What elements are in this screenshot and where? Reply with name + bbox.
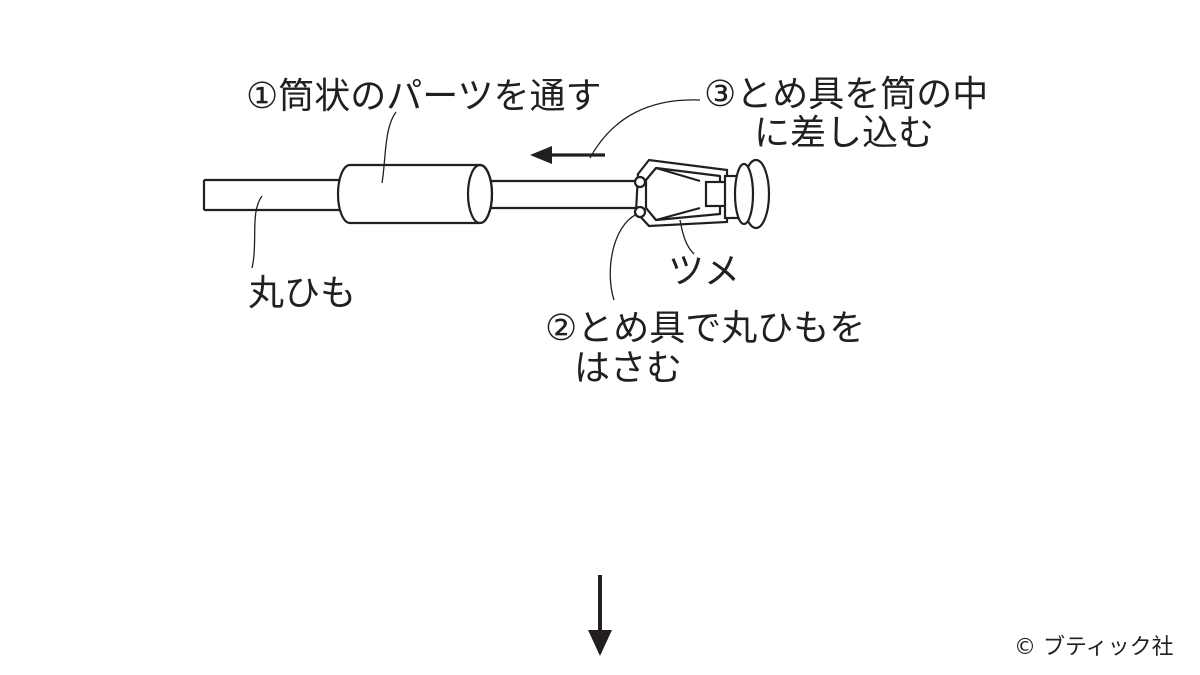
- leader-lines: [251, 99, 701, 301]
- label-step-3-line-1: ③とめ具を筒の中: [704, 74, 988, 115]
- label-step-1: ①筒状のパーツを通す: [246, 76, 602, 117]
- label-cord: 丸ひも: [248, 273, 356, 314]
- copyright-notice: © ブティック社: [1014, 635, 1174, 660]
- down-arrow-icon: [588, 575, 612, 656]
- round-cord: [202, 178, 344, 212]
- clasp-part: [633, 158, 771, 230]
- label-step-2-line-1: ②とめ具で丸ひもを: [545, 308, 865, 349]
- label-step-2-line-2: はさむ: [574, 348, 682, 389]
- tube-part: [336, 163, 494, 225]
- label-step-3-line-2: に差し込む: [754, 113, 934, 154]
- label-tsume: ツメ: [668, 251, 740, 292]
- left-arrow-icon: [530, 146, 605, 164]
